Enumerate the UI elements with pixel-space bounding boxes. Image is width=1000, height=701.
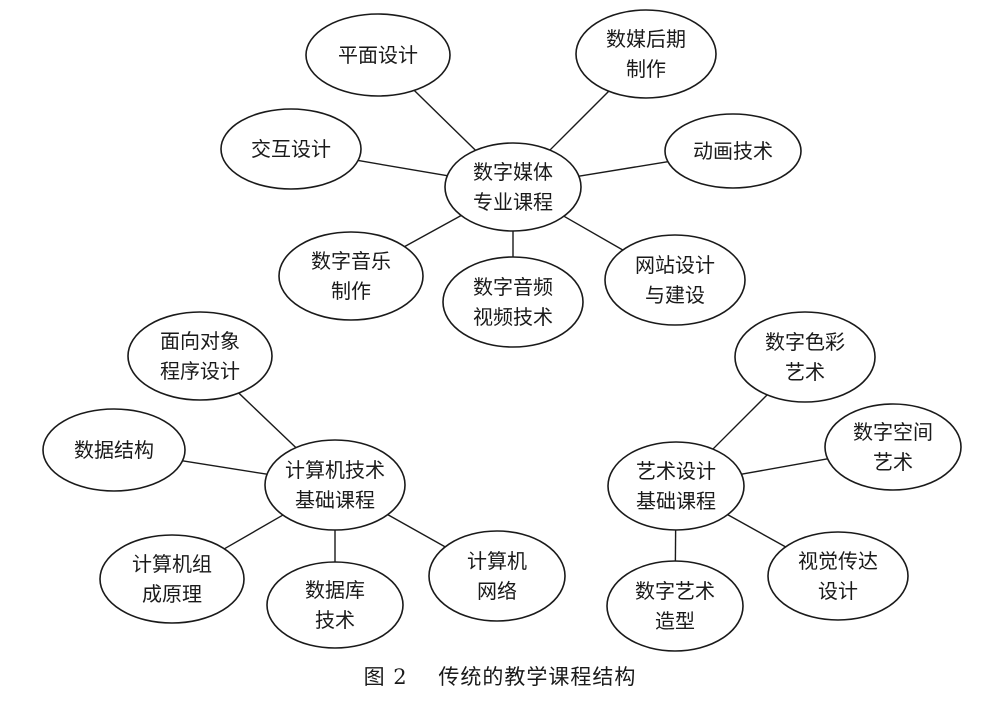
node-ellipse [734, 311, 876, 403]
node-ellipse [767, 531, 909, 621]
edge-dm-center-yinyue [404, 214, 462, 248]
edge-dm-center-shumei-houqi [549, 90, 610, 151]
edge-ct-center-mianxiang [238, 392, 297, 449]
edge-dm-center-wangzhan [563, 215, 624, 251]
edge-ad-center-kongjian [741, 458, 828, 475]
node-ellipse [607, 441, 745, 531]
node-label-line: 计算机 [467, 549, 527, 573]
node-label-line: 程序设计 [160, 359, 240, 383]
node-label-line: 艺术设计 [636, 459, 716, 483]
edge-ad-center-secai [712, 394, 768, 450]
node-label-line: 数据库 [305, 578, 365, 602]
node-label-line: 数字空间 [853, 420, 933, 444]
node-label-line: 制作 [626, 57, 666, 81]
node-label-line: 网络 [477, 579, 517, 603]
node-label-line: 视觉传达 [798, 549, 878, 573]
course-node-shuju-jiegou: 数据结构 [42, 408, 186, 492]
node-ellipse [428, 530, 566, 622]
node-ellipse [127, 311, 273, 401]
node-ellipse [99, 534, 245, 624]
node-label-line: 平面设计 [338, 43, 418, 67]
node-ellipse [606, 560, 744, 652]
figure-title: 传统的教学课程结构 [438, 665, 637, 689]
course-node-jiaohu: 交互设计 [220, 108, 362, 190]
node-ellipse [220, 108, 362, 190]
node-label-line: 与建设 [645, 283, 705, 307]
node-ellipse [824, 403, 962, 491]
node-label-line: 交互设计 [251, 137, 331, 161]
node-label-line: 网站设计 [635, 253, 715, 277]
node-label-line: 面向对象 [160, 329, 240, 353]
figure-caption: 图 2 传统的教学课程结构 [0, 661, 1000, 691]
edge-ct-center-wangluo [387, 513, 446, 548]
node-label-line: 视频技术 [473, 305, 553, 329]
node-ellipse [444, 142, 582, 232]
edge-dm-center-donghua [578, 160, 668, 177]
node-label-line: 制作 [331, 279, 371, 303]
course-node-donghua: 动画技术 [664, 113, 802, 189]
node-ellipse [575, 9, 717, 99]
node-label-line: 数据结构 [74, 438, 154, 462]
node-label-line: 技术 [315, 608, 355, 632]
node-label-line: 数字音乐 [311, 249, 391, 273]
edge-dm-center-pingmian [413, 89, 476, 151]
node-ellipse [604, 234, 746, 326]
node-ellipse [278, 231, 424, 321]
node-label-line: 动画技术 [693, 139, 773, 163]
node-label-line: 数媒后期 [606, 27, 686, 51]
edge-ct-center-zucheng [224, 514, 284, 550]
node-label-line: 计算机技术 [285, 458, 385, 482]
node-label-line: 数字艺术 [635, 579, 715, 603]
node-ellipse [264, 439, 406, 531]
edge-ad-center-shijue [727, 514, 786, 548]
node-ellipse [42, 408, 186, 492]
node-ellipse [664, 113, 802, 189]
node-label-line: 数字媒体 [473, 160, 553, 184]
node-label-line: 造型 [655, 609, 695, 633]
node-label-line: 设计 [818, 579, 858, 603]
nodes-layer: 数字媒体专业课程平面设计数媒后期制作交互设计动画技术数字音乐制作数字音频视频技术… [42, 9, 962, 652]
node-label-line: 专业课程 [473, 190, 553, 214]
node-ellipse [305, 13, 451, 97]
node-label-line: 成原理 [142, 582, 202, 606]
course-node-pingmian: 平面设计 [305, 13, 451, 97]
figure-label: 图 2 [363, 665, 408, 689]
node-label-line: 艺术 [785, 360, 825, 384]
edge-ct-center-shuju-jiegou [182, 460, 268, 475]
edge-dm-center-jiaohu [357, 159, 448, 177]
node-label-line: 艺术 [873, 450, 913, 474]
node-label-line: 数字音频 [473, 275, 553, 299]
node-label-line: 基础课程 [295, 488, 375, 512]
node-ellipse [442, 256, 584, 348]
node-label-line: 数字色彩 [765, 330, 845, 354]
node-ellipse [266, 561, 404, 649]
node-label-line: 基础课程 [636, 489, 716, 513]
edges-layer [182, 89, 828, 562]
node-label-line: 计算机组 [132, 552, 212, 576]
